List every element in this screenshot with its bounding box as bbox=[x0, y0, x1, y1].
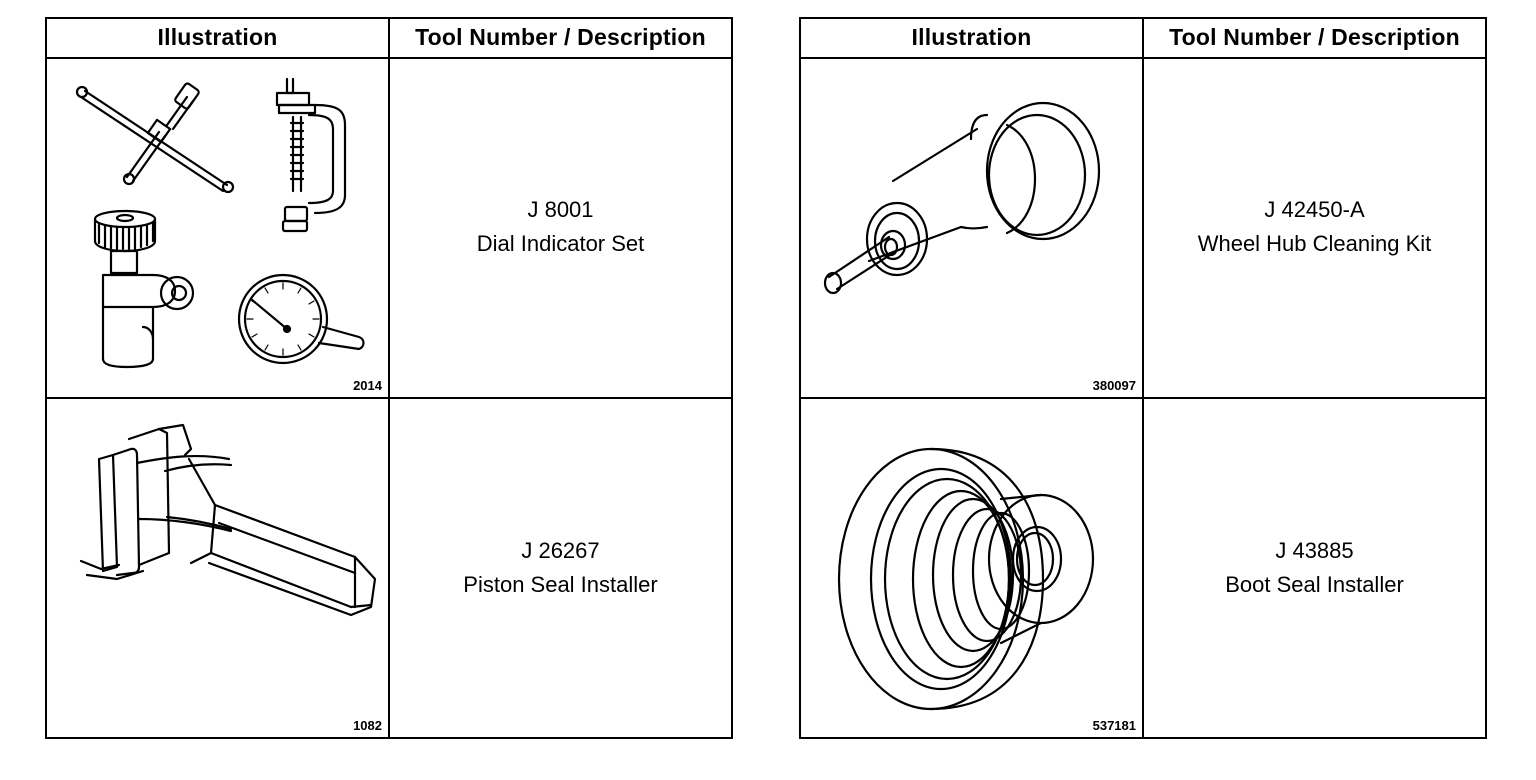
header-illustration: Illustration bbox=[157, 24, 278, 50]
tool-description-cell: J 26267 Piston Seal Installer bbox=[390, 399, 731, 737]
boot-seal-installer-icon: 537181 bbox=[801, 399, 1142, 737]
tool-description: Boot Seal Installer bbox=[1225, 572, 1404, 597]
tool-number: J 8001 bbox=[527, 197, 594, 222]
header-row: Illustration Tool Number / Description bbox=[47, 19, 731, 59]
figure-number: 1082 bbox=[353, 718, 382, 733]
header-illustration: Illustration bbox=[911, 24, 1032, 50]
tool-number: J 26267 bbox=[521, 538, 600, 563]
tool-description-cell: J 8001 Dial Indicator Set bbox=[390, 57, 731, 397]
table-row: 2014 J 8001 Dial Indicator Set bbox=[47, 57, 731, 399]
figure-number: 537181 bbox=[1092, 718, 1136, 733]
wheel-hub-cleaning-kit-icon: 380097 bbox=[801, 57, 1142, 397]
tool-description: Wheel Hub Cleaning Kit bbox=[1197, 231, 1432, 256]
dial-indicator-set-icon: 2014 bbox=[47, 57, 388, 397]
tool-number: J 42450-A bbox=[1264, 197, 1365, 222]
column-divider bbox=[388, 19, 390, 737]
tool-description: Dial Indicator Set bbox=[476, 231, 645, 256]
table-row: 537181 J 43885 Boot Seal Installer bbox=[801, 399, 1485, 737]
header-tool-number: Tool Number / Description bbox=[1169, 24, 1460, 50]
figure-number: 2014 bbox=[353, 378, 382, 393]
tool-number: J 43885 bbox=[1275, 538, 1354, 563]
table-row: 380097 J 42450-A Wheel Hub Cleaning Kit bbox=[801, 57, 1485, 399]
tool-description: Piston Seal Installer bbox=[463, 572, 658, 597]
header-row: Illustration Tool Number / Description bbox=[801, 19, 1485, 59]
tool-description-cell: J 43885 Boot Seal Installer bbox=[1144, 399, 1485, 737]
tool-table-right: Illustration Tool Number / Description bbox=[799, 17, 1487, 739]
table-row: 1082 J 26267 Piston Seal Installer bbox=[47, 399, 731, 737]
figure-number: 380097 bbox=[1092, 378, 1136, 393]
column-divider bbox=[1142, 19, 1144, 737]
tool-table-left: Illustration Tool Number / Description bbox=[45, 17, 733, 739]
piston-seal-installer-icon: 1082 bbox=[47, 399, 388, 737]
tool-description-cell: J 42450-A Wheel Hub Cleaning Kit bbox=[1144, 57, 1485, 397]
header-tool-number: Tool Number / Description bbox=[415, 24, 706, 50]
